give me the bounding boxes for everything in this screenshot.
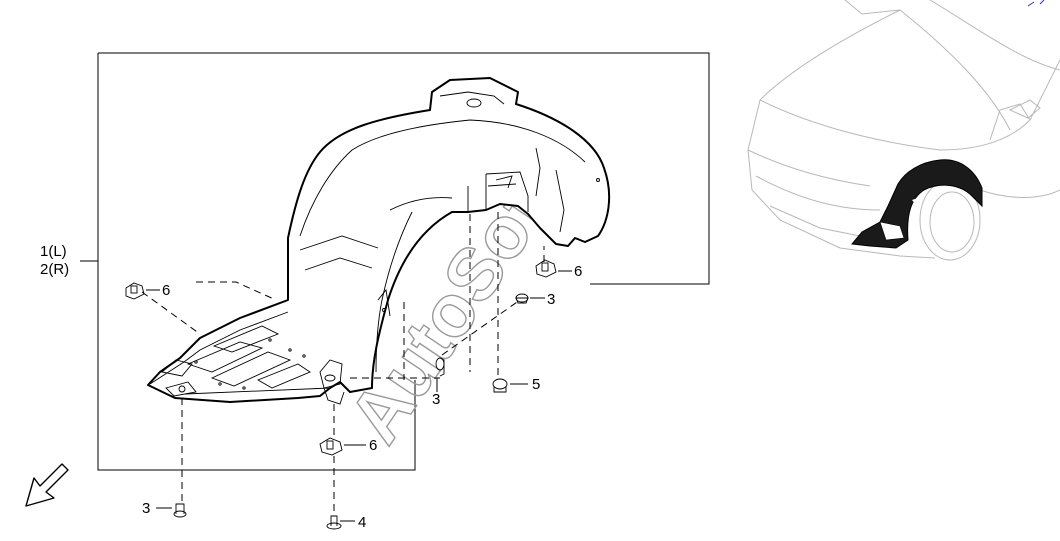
callout-bolt: 4 <box>358 514 366 531</box>
screw-center: 3 <box>432 357 445 408</box>
callout-clip-bottom: 6 <box>369 437 377 454</box>
callout-main-left: 1(L) <box>40 243 67 260</box>
grommet: 5 <box>492 376 540 393</box>
clip-right: 6 <box>535 259 582 280</box>
clip-upper-left: 6 <box>125 282 170 300</box>
screw-bottom-left: 3 <box>142 500 187 518</box>
callout-screw-right: 3 <box>547 291 555 308</box>
bolt: 4 <box>326 514 366 531</box>
clip-bottom: 6 <box>319 437 377 456</box>
screw-right: 3 <box>515 291 555 308</box>
front-direction-arrow-icon <box>25 463 69 507</box>
callout-screw-center: 3 <box>432 391 440 408</box>
callout-grommet: 5 <box>532 376 540 393</box>
callout-screw-bottom-left: 3 <box>142 500 150 517</box>
leader-lines <box>141 212 545 515</box>
callout-clip-right: 6 <box>574 263 582 280</box>
vehicle-location-thumbnail <box>747 0 1060 261</box>
assembly-frame <box>80 52 710 471</box>
callout-clip-upper-left: 6 <box>162 282 170 299</box>
callout-main-right: 2(R) <box>40 261 69 278</box>
fender-liner-part <box>147 77 611 405</box>
